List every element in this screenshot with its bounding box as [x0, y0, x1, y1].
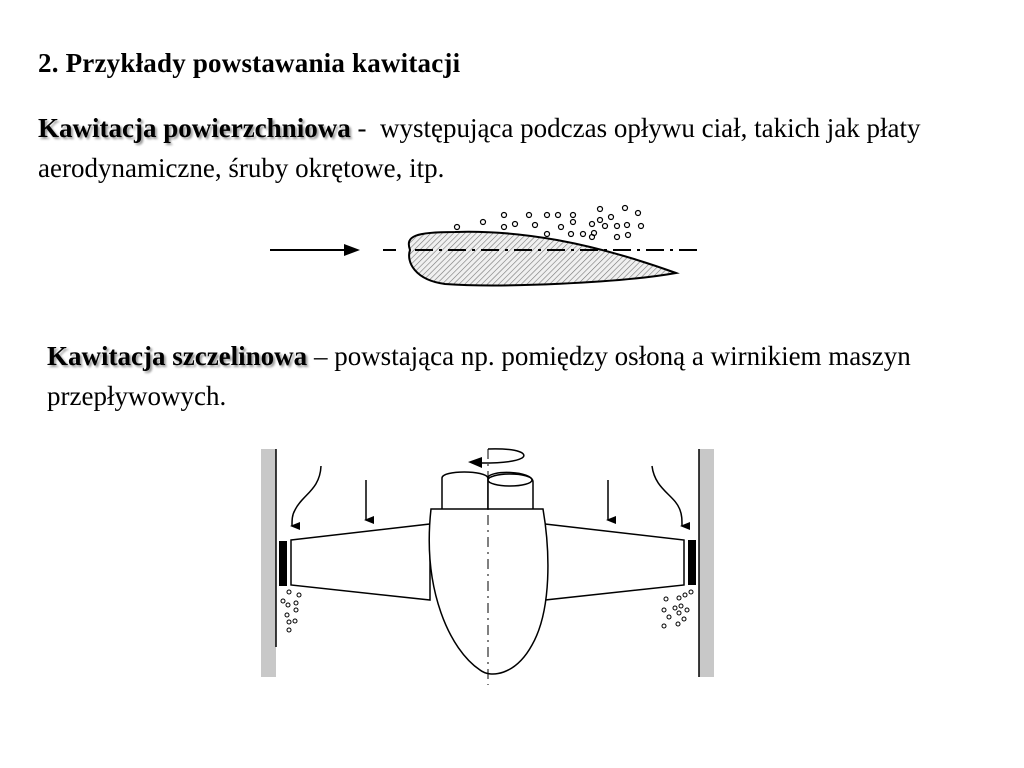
left-tip-seal	[279, 541, 287, 586]
cavitation-bubbles	[453, 204, 645, 241]
gap-cavitation-description: powstająca np. pomiędzy osłoną a wirniki…	[47, 341, 911, 411]
left-blade	[290, 523, 431, 601]
flow-arrows	[290, 465, 691, 531]
flow-arrow-icon	[270, 244, 360, 256]
surface-cavitation-paragraph: Kawitacja powierzchniowa - występująca p…	[38, 108, 998, 188]
surface-cavitation-term: Kawitacja powierzchniowa	[38, 113, 351, 143]
separator: -	[350, 113, 380, 143]
rotor-figure	[261, 448, 714, 685]
right-blade	[544, 523, 685, 601]
rotor-hub	[428, 508, 549, 675]
page-title: 2. Przykłady powstawania kawitacji	[38, 48, 461, 78]
gap-cavitation-term: Kawitacja szczelinowa	[47, 341, 308, 371]
gap-cavitation-paragraph: Kawitacja szczelinowa – powstająca np. p…	[47, 336, 947, 416]
separator: –	[307, 341, 335, 371]
rotation-arrow-icon	[468, 448, 525, 468]
right-casing-wall	[699, 449, 714, 677]
left-casing-wall	[261, 449, 276, 677]
gap-cavitation-bubbles	[280, 589, 694, 633]
right-tip-seal	[688, 540, 696, 585]
airfoil-figure	[270, 204, 700, 287]
surface-cavitation-description: występująca podczas opływu ciał, takich …	[38, 113, 921, 183]
airfoil-shape	[407, 230, 680, 287]
